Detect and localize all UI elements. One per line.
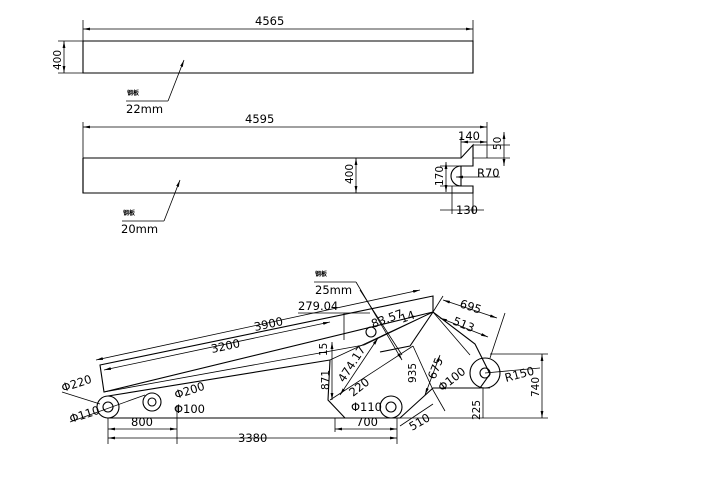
dim-510-ext bbox=[433, 390, 445, 411]
plate-2: 4595 400 140 50 170 R70 130 钢板 20mm bbox=[83, 112, 510, 236]
dim-935-label: 935 bbox=[407, 363, 419, 383]
mid-pin-outer bbox=[143, 393, 161, 411]
dim-510-line bbox=[400, 404, 433, 426]
mid-pin-inner bbox=[148, 398, 156, 406]
plate-1-material-label: 钢板 bbox=[127, 89, 140, 97]
arm-material-label: 钢板 bbox=[315, 270, 328, 278]
dim-14-label: 14 bbox=[398, 308, 417, 326]
dim-r150-leader bbox=[485, 368, 540, 373]
dim-3900-label: 3900 bbox=[253, 314, 285, 334]
arm-thickness-label: 25mm bbox=[315, 283, 352, 297]
dim-700-label: 700 bbox=[356, 415, 378, 429]
plate-2-notch-depth-label: 50 bbox=[492, 137, 504, 150]
arm-assembly: 279.04 3900 83.57 14 695 513 3200 15 871… bbox=[60, 270, 548, 445]
plate-2-height-label: 400 bbox=[344, 164, 356, 184]
plate-2-slot-height-label: 170 bbox=[434, 166, 446, 186]
plate-2-leader-arrow bbox=[164, 180, 180, 221]
dim-695-line bbox=[443, 300, 497, 318]
dim-695-ext-1 bbox=[433, 296, 443, 312]
dim-740-label: 740 bbox=[530, 377, 542, 397]
dim-15-label: 15 bbox=[318, 343, 330, 356]
dim-474-line bbox=[340, 338, 378, 395]
left-pin-inner bbox=[103, 402, 113, 412]
dim-675-line bbox=[425, 355, 440, 395]
dim-225-label: 225 bbox=[471, 400, 483, 420]
dim-phi220-leader bbox=[62, 392, 100, 404]
plate-2-slot-length-label: 130 bbox=[456, 203, 478, 217]
dim-3200-line bbox=[104, 322, 330, 370]
arm-beam-outline bbox=[100, 296, 433, 392]
dim-left-phi110-leader bbox=[70, 395, 145, 422]
arm-beam-lower-edge bbox=[108, 360, 330, 396]
plate-1-leader-arrow bbox=[168, 60, 184, 101]
dim-3200-label: 3200 bbox=[210, 336, 242, 356]
dim-513-line bbox=[440, 318, 488, 337]
dim-3380-label: 3380 bbox=[238, 431, 267, 445]
dim-800-label: 800 bbox=[131, 415, 153, 429]
dim-695-label: 695 bbox=[458, 297, 483, 317]
dim-phi200-label: Φ200 bbox=[173, 379, 207, 402]
plate-1-outline bbox=[83, 41, 473, 73]
dim-left-phi110-label: Φ110 bbox=[68, 403, 102, 426]
dim-510-label: 510 bbox=[407, 410, 433, 433]
plate-2-slot bbox=[451, 166, 473, 186]
plate-2-notch-width-label: 140 bbox=[458, 129, 480, 143]
dim-left-phi100-label: Φ100 bbox=[174, 402, 205, 416]
dim-871-label: 871 bbox=[320, 370, 332, 390]
plate-2-material-label: 钢板 bbox=[123, 209, 136, 217]
right-pin-outer bbox=[380, 396, 402, 418]
lug-inner bbox=[480, 368, 490, 378]
plate-1-thickness-label: 22mm bbox=[126, 102, 163, 116]
plate-1-length-label: 4565 bbox=[255, 14, 284, 28]
dim-279-label: 279.04 bbox=[298, 299, 338, 313]
plate-2-length-label: 4595 bbox=[245, 112, 274, 126]
dim-phi220-label: Φ220 bbox=[60, 372, 94, 395]
plate-1: 4565 400 钢板 22mm bbox=[52, 14, 473, 116]
dim-695-ext-2 bbox=[490, 313, 505, 358]
plate-2-slot-radius-label: R70 bbox=[477, 166, 500, 180]
arm-leader-arrow bbox=[356, 282, 402, 360]
plate-2-outline bbox=[83, 145, 473, 193]
plate-1-height-label: 400 bbox=[52, 50, 64, 70]
dim-513-label: 513 bbox=[451, 314, 477, 335]
right-pin-inner bbox=[386, 402, 396, 412]
plate-2-thickness-label: 20mm bbox=[121, 222, 158, 236]
dim-phi110-right-label: Φ110 bbox=[351, 400, 382, 414]
